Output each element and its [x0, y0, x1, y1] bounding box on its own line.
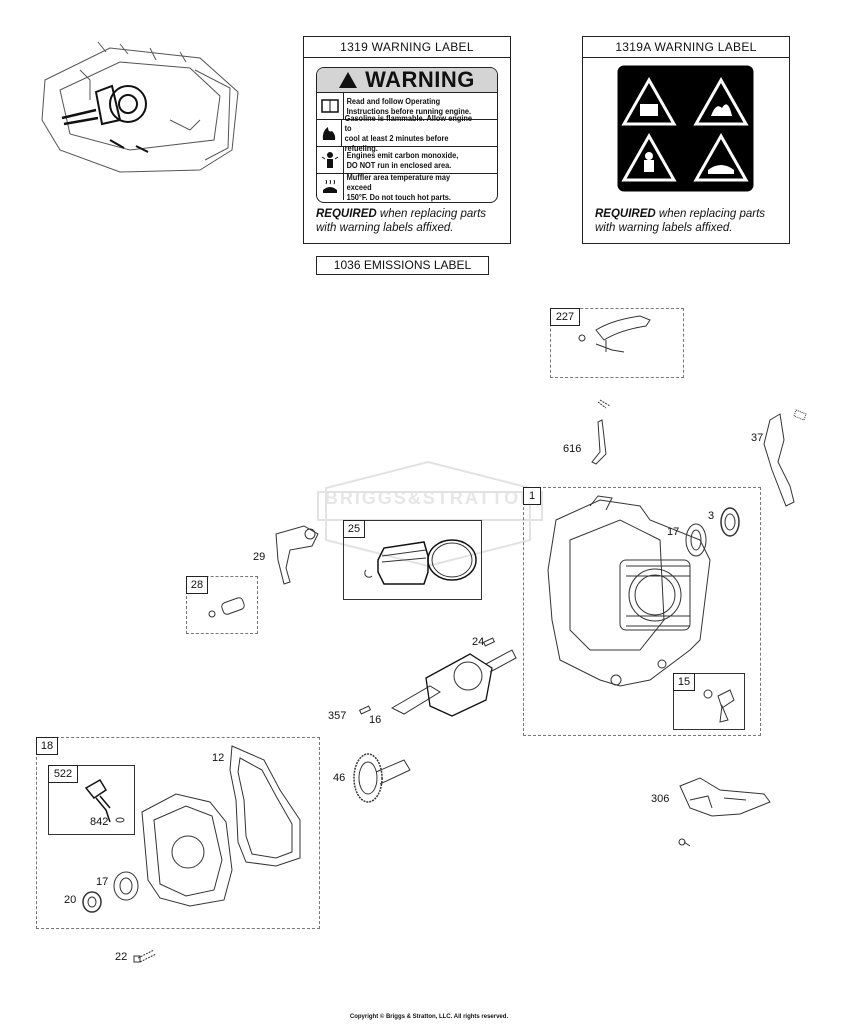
required-note-line2: with warning labels affixed. [595, 222, 733, 234]
box-number-522: 522 [48, 765, 78, 783]
required-note-rest: when replacing parts [655, 208, 766, 220]
part-306-cover [678, 777, 771, 847]
box-number-28: 28 [186, 576, 208, 594]
box-number-25: 25 [343, 520, 365, 538]
warning-triangle-icon [339, 72, 358, 88]
part-20-seal [82, 891, 102, 913]
hot-surface-icon [317, 174, 344, 200]
callout-357: 357 [328, 710, 347, 722]
part-22-bolt [133, 949, 157, 963]
warning-line: Read and follow Operating Instructions b… [317, 93, 497, 120]
warning-line: Engines emit carbon monoxide, DO NOT run… [317, 147, 497, 174]
warning-label-1319a: 1319A WARNING LABEL REQUIRED when replac… [582, 36, 790, 244]
warning-heading: WARNING [365, 67, 475, 92]
emissions-label-1036: 1036 EMISSIONS LABEL [316, 256, 489, 275]
group-box-28 [186, 576, 258, 634]
part-17-bearing-left [113, 871, 139, 901]
fumes-person-icon [317, 147, 344, 173]
group-box-1 [523, 487, 761, 736]
part-15-plug [703, 689, 735, 723]
part-1-crankcase [547, 495, 711, 687]
required-note: REQUIRED when replacing parts with warni… [316, 207, 486, 235]
copyright-notice: Copyright © Briggs & Stratton, LLC. All … [349, 1014, 509, 1020]
callout-17-right: 17 [667, 526, 680, 538]
part-616-link [591, 399, 611, 465]
warning-line-text: Read and follow Operating Instructions b… [346, 96, 471, 116]
part-12-gasket [229, 745, 301, 867]
warning-line: Muffler area temperature may exceed 150°… [317, 172, 497, 202]
callout-3: 3 [708, 510, 715, 522]
callout-17-left: 17 [96, 876, 109, 888]
callout-46: 46 [333, 772, 346, 784]
part-28-pin [208, 597, 245, 618]
callout-12: 12 [212, 752, 225, 764]
part-227-bracket [578, 315, 651, 353]
box-number-1: 1 [523, 487, 541, 505]
part-37-arm [763, 409, 807, 507]
warning-line-text: Muffler area temperature may exceed 150°… [346, 172, 451, 202]
required-note-bold: REQUIRED [316, 208, 377, 220]
flame-icon [317, 120, 343, 146]
part-17-bearing-right [685, 523, 707, 557]
callout-616: 616 [563, 443, 582, 455]
group-box-15 [673, 673, 745, 730]
box-number-18: 18 [36, 737, 58, 755]
required-note-rest: when replacing parts [376, 208, 487, 220]
engine-overview-illustration [41, 41, 239, 173]
warning-panel: WARNING Read and follow Operating Instru… [316, 67, 498, 203]
group-box-227 [550, 308, 684, 378]
warning-header: WARNING [317, 68, 497, 93]
group-box-18 [36, 737, 320, 929]
callout-842: 842 [90, 816, 109, 828]
part-24-key [482, 637, 496, 647]
part-25-piston [364, 539, 477, 585]
label-1319a-title: 1319A WARNING LABEL [583, 37, 789, 58]
group-box-522 [48, 765, 135, 835]
warning-line-text: Gasoline is flammable. Allow engine to c… [344, 113, 473, 153]
callout-20: 20 [64, 894, 77, 906]
required-note-bold: REQUIRED [595, 208, 656, 220]
part-357-key [358, 705, 372, 715]
label-1319-title: 1319 WARNING LABEL [304, 37, 510, 58]
pictogram-set [617, 65, 754, 192]
warning-line: Gasoline is flammable. Allow engine to c… [317, 113, 497, 153]
callout-22: 22 [115, 951, 128, 963]
callout-16: 16 [369, 714, 382, 726]
warning-label-1319: 1319 WARNING LABEL WARNING Read and foll… [303, 36, 511, 244]
part-29-rod [275, 525, 319, 585]
box-number-227: 227 [550, 308, 580, 326]
callout-306: 306 [651, 793, 670, 805]
warning-line-text: Engines emit carbon monoxide, DO NOT run… [346, 150, 459, 170]
part-46-camshaft [353, 753, 411, 803]
required-note-line2: with warning labels affixed. [316, 222, 454, 234]
group-box-25 [343, 520, 482, 600]
part-522-dipstick [84, 778, 125, 823]
required-note: REQUIRED when replacing parts with warni… [595, 207, 765, 235]
callout-29: 29 [253, 551, 266, 563]
callout-37: 37 [751, 432, 764, 444]
box-number-15: 15 [673, 673, 695, 691]
manual-book-icon [317, 93, 344, 119]
part-16-crankshaft [390, 649, 517, 717]
part-3-oil-seal [720, 507, 740, 537]
part-18-sump [141, 793, 233, 907]
callout-24: 24 [472, 636, 485, 648]
